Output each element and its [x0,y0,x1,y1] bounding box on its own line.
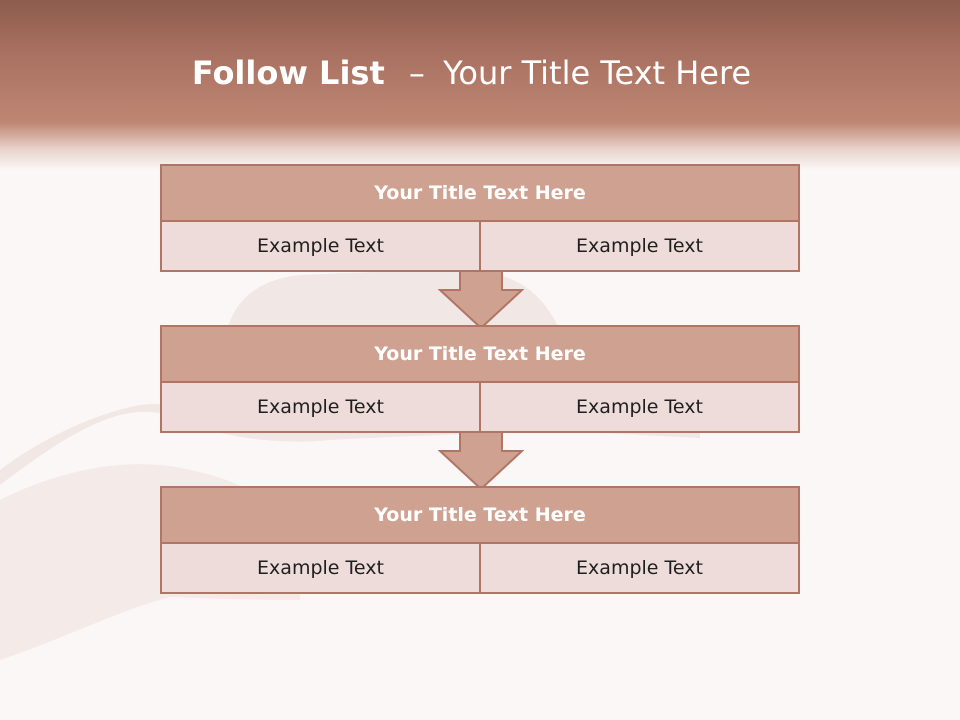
title-bold: Follow List [191,54,385,92]
step-row: Example Text Example Text [162,222,798,270]
step-left-cell: Example Text [257,557,384,579]
step-row: Example Text Example Text [162,383,798,431]
title-dash: – [408,54,425,92]
step-title: Your Title Text Here [162,488,798,544]
down-arrow-icon [438,431,524,491]
title-rest: Your Title Text Here [443,54,752,92]
step-title: Your Title Text Here [162,166,798,222]
down-arrow-icon [438,270,524,330]
step-box-2: Your Title Text Here Example Text Exampl… [160,325,800,433]
step-right-cell: Example Text [479,222,798,270]
step-box-1: Your Title Text Here Example Text Exampl… [160,164,800,272]
step-title: Your Title Text Here [162,327,798,383]
step-right-cell: Example Text [479,544,798,592]
step-left-cell: Example Text [257,396,384,418]
step-row: Example Text Example Text [162,544,798,592]
page-title: Follow List – Your Title Text Here [0,54,943,92]
step-right-cell: Example Text [479,383,798,431]
step-left-cell: Example Text [257,235,384,257]
header-band [0,0,960,170]
step-box-3: Your Title Text Here Example Text Exampl… [160,486,800,594]
